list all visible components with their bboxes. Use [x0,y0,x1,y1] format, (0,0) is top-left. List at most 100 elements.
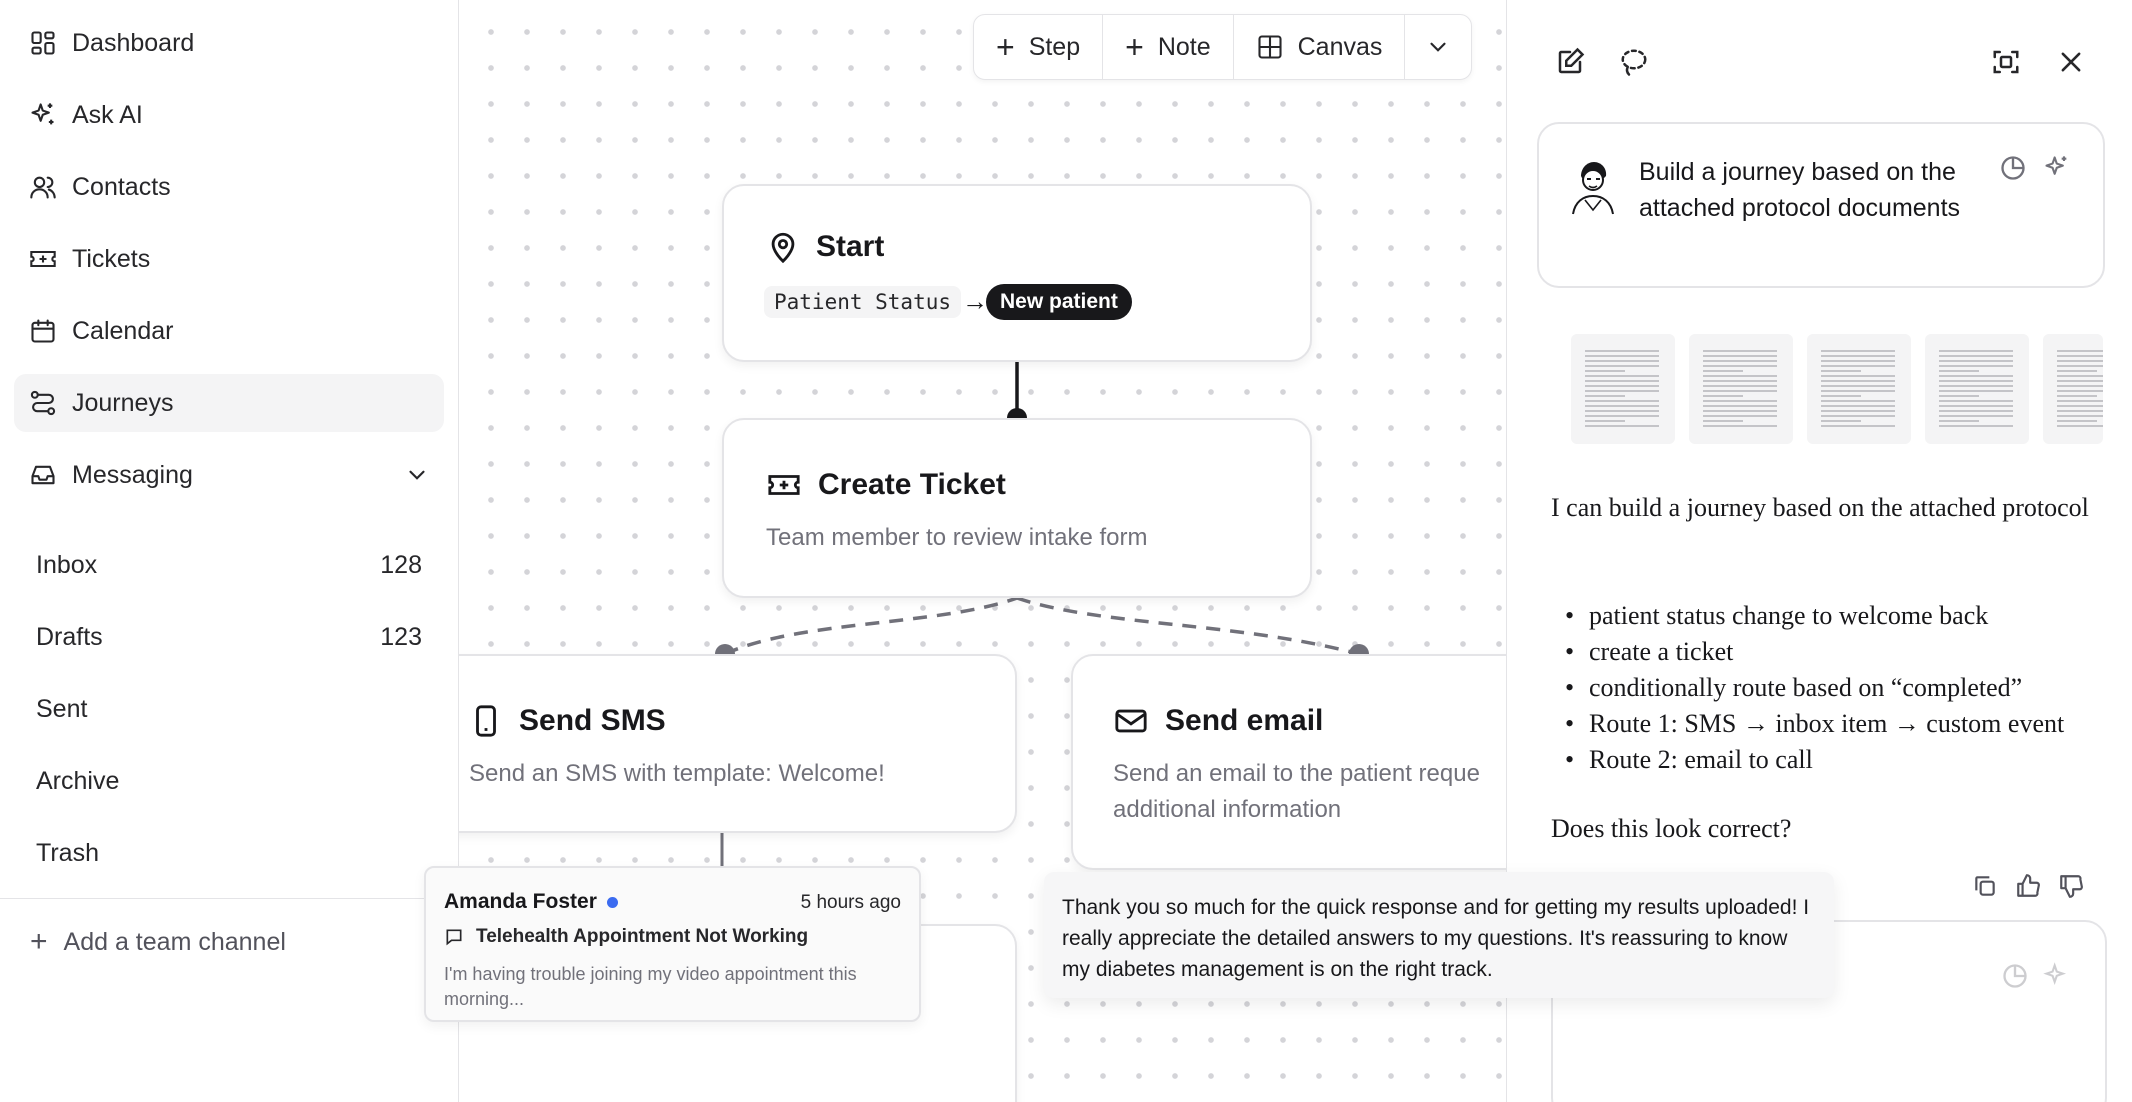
thumbnail-text-line [1585,410,1659,412]
thumbs-up-icon[interactable] [2010,868,2046,904]
canvas-label: Canvas [1297,32,1383,61]
email-title: Send email [1165,704,1324,737]
thumbnail-text-line [1939,410,2013,412]
thumbnail-text-line [1585,385,1659,387]
messaging-sent[interactable]: Sent [22,680,430,738]
screenshot-icon[interactable] [1988,44,2024,80]
toolbar-more-button[interactable] [1405,15,1471,79]
node-title: Create Ticket [766,468,1006,502]
assistant-question: Does this look correct? [1551,814,1792,843]
document-thumbnail[interactable] [1925,334,2029,444]
document-thumbnail[interactable] [1807,334,1911,444]
step-label: Step [1028,32,1081,61]
send-email-node[interactable]: Send email Send an email to the patient … [1071,654,1506,870]
thumbnail-text-line [1585,355,1659,357]
thumbnail-text-line [1585,375,1659,377]
thumbnail-text-line [1939,380,2013,382]
thumbnail-text-line [1585,415,1659,417]
nav-ask-ai[interactable]: Ask AI [14,86,444,144]
thumbnail-text-line [1585,350,1659,352]
add-note-button[interactable]: + Note [1103,15,1234,79]
messaging-archive[interactable]: Archive [22,752,430,810]
lasso-icon[interactable] [1616,44,1652,80]
message-preview-card[interactable]: Amanda Foster 5 hours ago Telehealth App… [424,866,921,1022]
thumbnail-text-line [2057,395,2097,397]
sparkles-icon[interactable] [2043,154,2071,187]
thumbnail-text-line [1939,360,2013,362]
thumbnail-text-line [1703,400,1777,402]
thumbnail-text-line [1939,425,2013,427]
thumbnail-text-line [1703,355,1777,357]
send-sms-node[interactable]: Send SMS Send an SMS with template: Welc… [459,654,1017,833]
folder-label: Inbox [36,550,98,579]
thumbnail-text-line [1821,385,1895,387]
reply-text: Thank you so much for the quick response… [1062,896,1810,981]
thumbnail-text-line [1703,380,1777,382]
branch-email-connector [1016,596,1360,656]
start-title: Start [816,230,885,263]
thumbnail-text-line [1703,395,1743,397]
prompt-text: Build a journey based on the attached pr… [1639,158,1961,222]
thumbnail-text-line [1821,405,1895,407]
nav-messaging[interactable]: Messaging [14,446,444,504]
add-step-button[interactable]: + Step [974,15,1104,79]
history-icon[interactable] [1999,154,2027,187]
thumbnail-text-line [1939,395,1979,397]
route-icon [28,388,58,418]
copy-icon[interactable] [1967,868,2003,904]
thumbnail-text-line [1939,400,2013,402]
start-node[interactable]: Start Patient Status → New patient [722,184,1312,362]
grid-icon [1258,35,1282,59]
plan-item: Route 1: SMS → inbox item → custom event [1551,706,2126,742]
thumbs-down-icon[interactable] [2053,868,2089,904]
nav-label: Journeys [72,388,174,417]
nav-calendar[interactable]: Calendar [14,302,444,360]
document-thumbnail[interactable] [1689,334,1793,444]
thumbnail-text-line [2057,425,2103,427]
folder-label: Drafts [36,622,103,651]
patient-reply-card[interactable]: Thank you so much for the quick response… [1044,872,1834,998]
thumbnail-text-line [1939,420,1979,422]
folder-label: Archive [36,766,120,795]
email-description-line: additional information [1113,796,1342,823]
document-thumbnail[interactable] [2043,334,2103,444]
thumbnail-text-line [1585,365,1659,367]
thumbnail-text-line [1821,350,1895,352]
thumbnail-text-line [1939,375,2013,377]
folder-label: Sent [36,694,88,723]
edit-icon[interactable] [1552,44,1588,80]
message-subject: Telehealth Appointment Not Working [444,926,808,948]
nav-contacts[interactable]: Contacts [14,158,444,216]
thumbnail-text-line [2057,365,2103,367]
nav-label: Contacts [72,172,171,201]
email-description-line: Send an email to the patient reque [1113,760,1480,787]
thumbnail-text-line [2057,405,2103,407]
history-icon[interactable] [2001,962,2029,995]
sparkles-icon[interactable] [2043,962,2071,995]
messaging-drafts[interactable]: Drafts 123 [22,608,430,666]
nav-journeys[interactable]: Journeys [14,374,444,432]
thumbnail-text-line [1585,420,1625,422]
thumbnail-text-line [1703,360,1777,362]
inbox-icon [28,460,58,490]
chevron-down-icon[interactable] [404,462,430,488]
thumbnail-text-line [1703,365,1777,367]
document-thumbnail[interactable] [1571,334,1675,444]
thumbnail-text-line [2057,410,2103,412]
canvas-button[interactable]: Canvas [1234,15,1406,79]
close-icon[interactable] [2053,44,2089,80]
message-icon [446,929,462,946]
add-team-channel-button[interactable]: + Add a team channel [22,914,442,970]
nav-dashboard[interactable]: Dashboard [14,14,444,72]
assistant-reply-intro: I can build a journey based on the attac… [1551,493,2089,522]
messaging-trash[interactable]: Trash [22,824,430,882]
create-ticket-node[interactable]: Create Ticket Team member to review inta… [722,418,1312,598]
messaging-inbox[interactable]: Inbox 128 [22,536,430,594]
nav-tickets[interactable]: Tickets [14,230,444,288]
ticket-description: Team member to review intake form [766,524,1148,551]
thumbnail-text-line [1821,375,1895,377]
thumbnail-text-line [1585,405,1659,407]
thumbnail-text-line [2057,415,2103,417]
users-icon [28,172,58,202]
thumbnail-text-line [2057,355,2103,357]
